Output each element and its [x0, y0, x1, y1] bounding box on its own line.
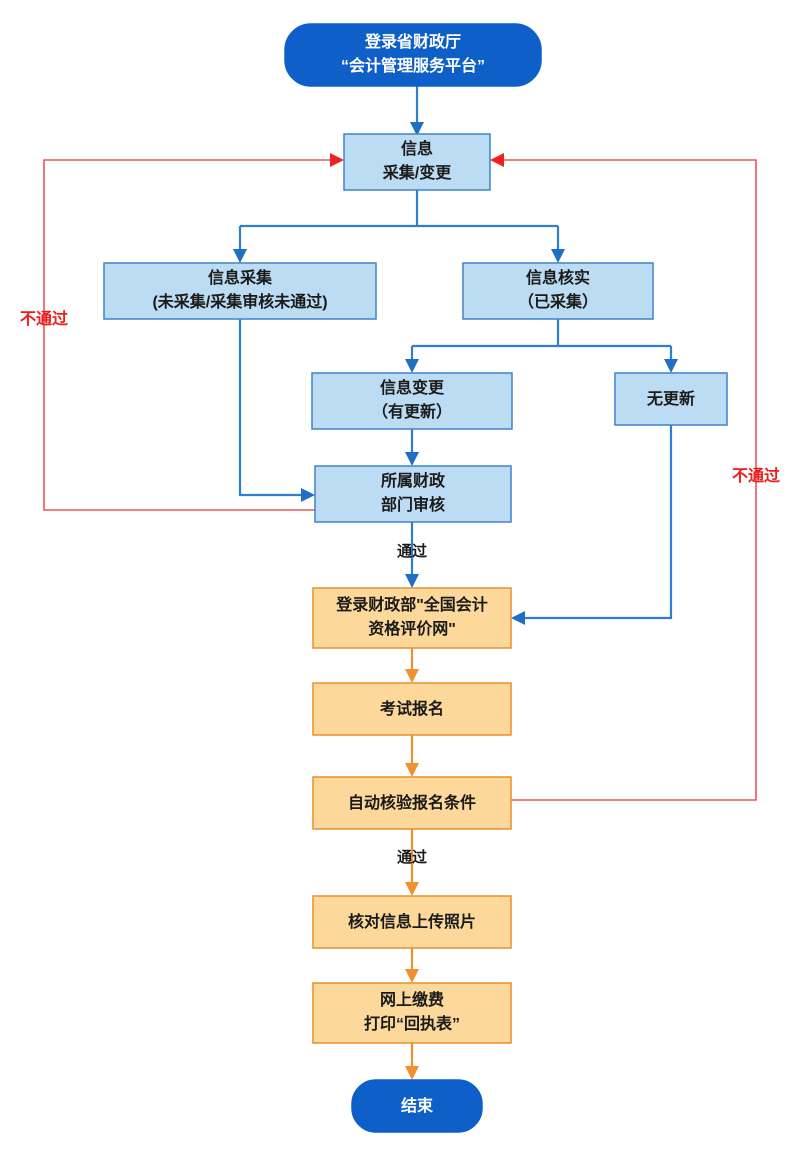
- node-mof-site-line-2: 资格评价网": [368, 619, 456, 638]
- arrowhead-change-to-fin-review: [405, 452, 419, 466]
- arrowhead-mof-site-to-exam-signup: [405, 669, 419, 683]
- arrowhead-to-no-update: [664, 359, 678, 373]
- node-auto-check-line-1: 自动核验报名条件: [348, 793, 476, 812]
- node-check-photo-line-1: 核对信息上传照片: [348, 912, 476, 931]
- node-start-shape[interactable]: [284, 23, 542, 87]
- edge-auto-check-fail-to-collect-change: [500, 159, 757, 801]
- node-pay-print-line-2: 打印“回执表”: [364, 1014, 460, 1033]
- node-fin-review-shape[interactable]: [314, 465, 512, 523]
- arrowhead-no-update-to-mof-site: [511, 611, 525, 625]
- node-collect-change-line-1: 信息: [401, 139, 433, 158]
- arrowhead-to-change: [405, 359, 419, 373]
- arrowhead-start-to-collect-change: [410, 122, 424, 136]
- node-fin-review[interactable]: 所属财政 部门审核: [314, 465, 512, 523]
- node-pay-print[interactable]: 网上缴费 打印“回执表”: [312, 982, 512, 1044]
- node-start-line-2: “会计管理服务平台”: [341, 56, 485, 75]
- node-verify-line-1: 信息核实: [526, 268, 590, 287]
- node-no-update-shape[interactable]: [614, 372, 728, 426]
- node-collect-change[interactable]: 信息 采集/变更: [343, 133, 491, 191]
- node-verify-line-2: （已采集）: [518, 292, 598, 311]
- arrowhead-auto-check-to-check-photo: [405, 882, 419, 896]
- node-auto-check-shape[interactable]: [312, 776, 512, 830]
- node-start-line-1: 登录省财政厅: [364, 32, 461, 51]
- node-change-line-1: 信息变更: [380, 378, 445, 397]
- node-pay-print-line-1: 网上缴费: [380, 990, 444, 1009]
- node-collect-shape[interactable]: [103, 262, 377, 320]
- node-end[interactable]: 结束: [351, 1079, 483, 1133]
- arrowhead-pay-print-to-end: [405, 1066, 419, 1080]
- node-end-line-1: 结束: [400, 1096, 434, 1115]
- node-no-update[interactable]: 无更新: [614, 372, 728, 426]
- node-collect-line-1: 信息采集: [208, 268, 273, 287]
- edge-label-pass-1: 通过: [397, 542, 427, 560]
- node-verify[interactable]: 信息核实 （已采集）: [462, 262, 654, 320]
- edge-no-update-to-mof-site: [521, 425, 673, 620]
- edge-verify-split: [410, 319, 673, 363]
- node-mof-site-shape[interactable]: [312, 587, 512, 649]
- arrowhead-to-collect: [233, 249, 247, 263]
- node-check-photo-shape[interactable]: [312, 895, 512, 949]
- node-collect-change-line-2: 采集/变更: [382, 163, 452, 182]
- edge-label-pass-2: 通过: [397, 848, 427, 866]
- node-change-shape[interactable]: [311, 372, 513, 430]
- edge-label-fail-right: 不通过: [732, 466, 780, 485]
- node-exam-signup[interactable]: 考试报名: [312, 682, 512, 736]
- node-check-photo[interactable]: 核对信息上传照片: [312, 895, 512, 949]
- node-exam-signup-line-1: 考试报名: [380, 699, 444, 718]
- node-change-line-2: （有更新）: [372, 402, 452, 421]
- edge-label-fail-left: 不通过: [20, 309, 68, 328]
- arrowhead-to-verify: [551, 249, 565, 263]
- node-auto-check[interactable]: 自动核验报名条件: [312, 776, 512, 830]
- node-end-shape[interactable]: [351, 1079, 483, 1133]
- node-exam-signup-shape[interactable]: [312, 682, 512, 736]
- edge-fin-review-fail-to-collect-change: [43, 159, 334, 511]
- arrowhead-fin-review-to-mof-site: [405, 574, 419, 588]
- arrowhead-exam-signup-to-auto-check: [405, 763, 419, 777]
- node-mof-site-line-1: 登录财政部"全国会计: [335, 595, 488, 614]
- node-no-update-line-1: 无更新: [646, 389, 695, 408]
- node-pay-print-shape[interactable]: [312, 982, 512, 1044]
- node-fin-review-line-2: 部门审核: [381, 495, 445, 514]
- arrowhead-fail-right: [490, 153, 504, 167]
- arrowhead-collect-to-fin-review: [301, 488, 315, 502]
- connector-layer: [43, 86, 757, 1080]
- node-collect-change-shape[interactable]: [343, 133, 491, 191]
- node-collect-line-2: (未采集/采集审核未通过): [152, 292, 327, 311]
- node-mof-site[interactable]: 登录财政部"全国会计 资格评价网": [312, 587, 512, 649]
- node-collect[interactable]: 信息采集 (未采集/采集审核未通过): [103, 262, 377, 320]
- arrowhead-check-photo-to-pay-print: [405, 969, 419, 983]
- arrowhead-fail-left: [330, 153, 344, 167]
- edge-collect-to-fin-review: [238, 319, 305, 497]
- node-start[interactable]: 登录省财政厅 “会计管理服务平台”: [284, 23, 542, 87]
- node-fin-review-line-1: 所属财政: [381, 471, 446, 490]
- node-verify-shape[interactable]: [462, 262, 654, 320]
- edge-collect-change-split: [238, 190, 560, 253]
- node-change[interactable]: 信息变更 （有更新）: [311, 372, 513, 430]
